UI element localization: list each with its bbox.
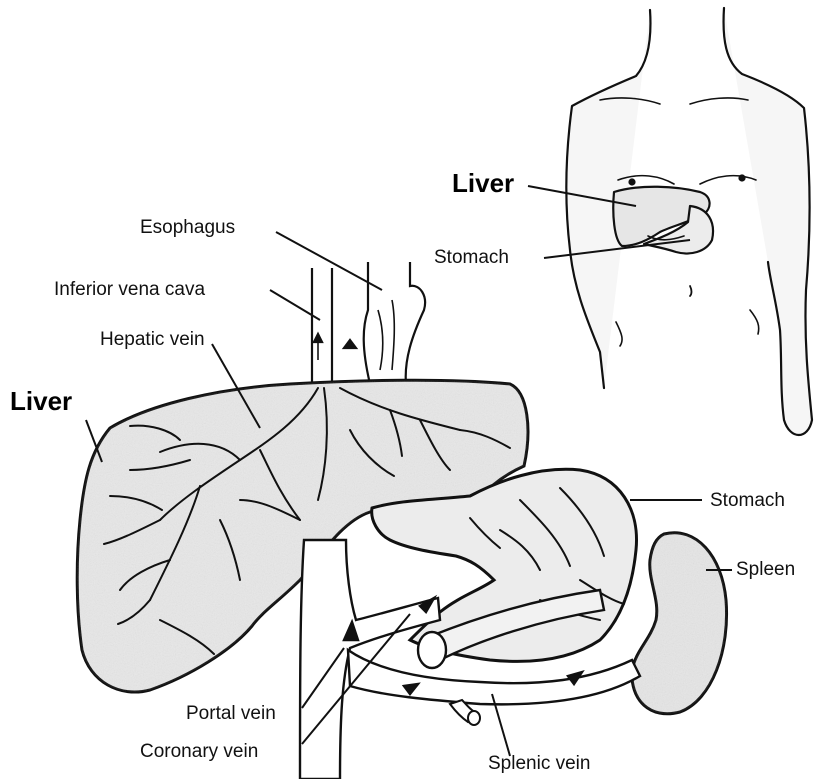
- label-liver-inset: Liver: [452, 170, 514, 196]
- label-portal-vein: Portal vein: [186, 704, 276, 723]
- torso-inset: [566, 8, 812, 435]
- label-inferior-vena-cava: Inferior vena cava: [54, 280, 205, 299]
- torso-rib: [616, 310, 759, 346]
- label-stomach-inset: Stomach: [434, 248, 509, 267]
- ivc-vessel: [312, 268, 332, 384]
- label-hepatic-vein: Hepatic vein: [100, 330, 205, 349]
- label-esophagus: Esophagus: [140, 218, 235, 237]
- label-liver-main: Liver: [10, 388, 72, 414]
- torso-chest: [618, 176, 756, 184]
- label-splenic-vein: Splenic vein: [488, 754, 590, 773]
- label-spleen: Spleen: [736, 560, 795, 579]
- label-stomach-main: Stomach: [710, 491, 785, 510]
- label-coronary-vein: Coronary vein: [140, 742, 258, 761]
- esophagus-vessel: [344, 262, 425, 384]
- torso-navel: [690, 286, 692, 296]
